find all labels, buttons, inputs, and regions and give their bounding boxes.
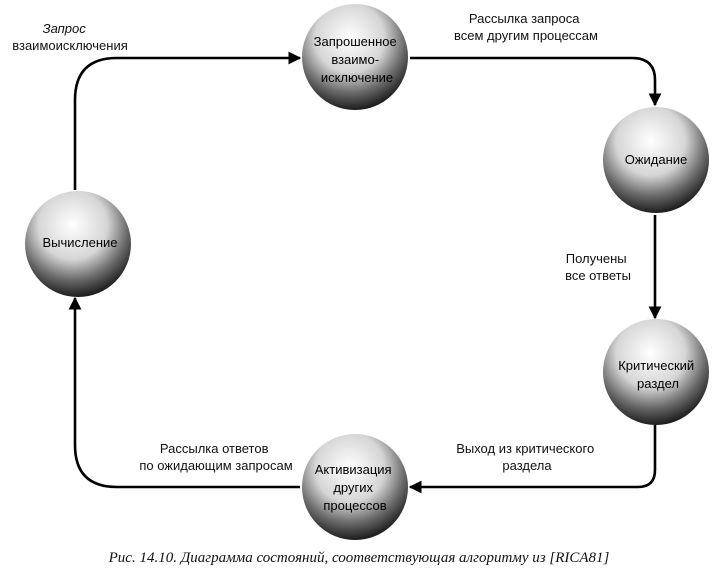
label-replies-line-1: Рассылка ответов <box>160 441 269 456</box>
label-received-line-1: Получены <box>566 251 627 266</box>
sphere-waiting <box>603 107 709 213</box>
svg-text:Критический раздел: Критический раздел <box>618 358 698 391</box>
node-requested-line-3: исключение <box>321 70 393 85</box>
edge-replies <box>68 296 300 489</box>
node-activation: Активизация других процессов <box>302 434 408 540</box>
label-replies: Рассылка ответов по ожидающим запросам <box>139 441 292 473</box>
svg-text:Активизация других: Активизация других процессов <box>315 462 395 513</box>
figure-caption: Рис. 14.10. Диаграмма состояний, соответ… <box>108 550 610 566</box>
node-computing-line-1: Вычисление <box>42 235 117 250</box>
node-critical-line-2: раздел <box>637 376 679 391</box>
label-exit-line-1: Выход из критического <box>456 441 594 456</box>
label-broadcast-line-1: Рассылка запроса <box>469 11 580 26</box>
sphere-critical <box>603 319 709 425</box>
node-critical: Критический раздел <box>603 319 709 425</box>
edge-request <box>73 51 302 190</box>
svg-text:Запрошенное взаимо-: Запрошенное взаимо- исключение <box>314 34 401 85</box>
edges <box>68 51 662 494</box>
node-computing: Вычисление <box>25 191 131 297</box>
node-waiting-line-1: Ожидание <box>625 152 688 167</box>
node-requested-line-2: взаимо- <box>331 52 379 67</box>
node-activation-line-2: других <box>333 480 373 495</box>
node-activation-line-1: Активизация <box>315 462 392 477</box>
node-activation-line-3: процессов <box>323 498 386 513</box>
label-broadcast-line-2: всем другим процессам <box>454 28 598 43</box>
node-critical-line-1: Критический <box>618 358 694 373</box>
svg-text:Ожидание: Ожидание <box>625 152 688 167</box>
label-request-line-2: взаимоисключения <box>12 38 128 53</box>
sphere-activation <box>302 434 408 540</box>
label-request-line-1: Запрос <box>43 21 87 36</box>
label-broadcast: Рассылка запроса всем другим процессам <box>454 11 598 43</box>
label-exit: Выход из критического раздела <box>456 441 598 473</box>
edge-exit <box>408 425 657 494</box>
label-replies-line-2: по ожидающим запросам <box>139 458 292 473</box>
node-requested-line-1: Запрошенное <box>314 34 397 49</box>
node-requested: Запрошенное взаимо- исключение <box>302 4 408 110</box>
svg-text:Вычисление: Вычисление <box>42 235 117 250</box>
label-received-line-2: все ответы <box>565 268 631 283</box>
node-waiting: Ожидание <box>603 107 709 213</box>
label-received: Получены все ответы <box>565 251 631 283</box>
label-request: Запрос взаимоисключения <box>12 21 128 53</box>
label-exit-line-2: раздела <box>502 458 552 473</box>
sphere-requested <box>302 4 408 110</box>
sphere-computing <box>25 191 131 297</box>
edge-broadcast <box>410 56 662 107</box>
